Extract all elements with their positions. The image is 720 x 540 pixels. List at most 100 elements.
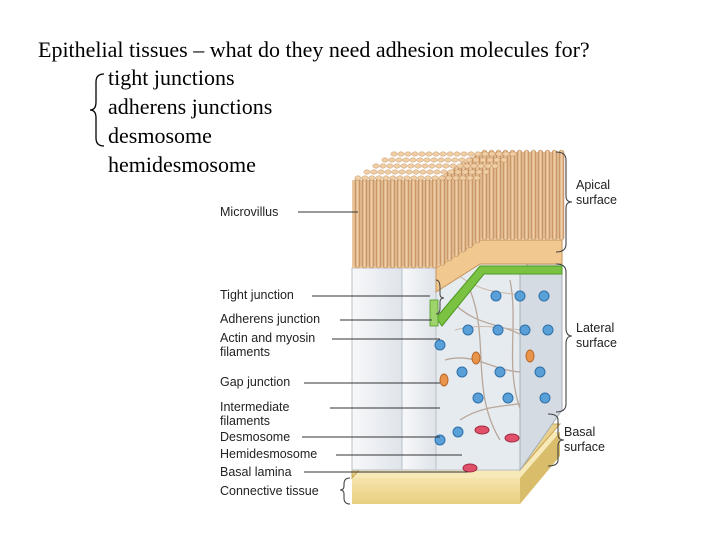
label-actin-myosin: Actin and myosin [220,331,315,345]
label-desmosome: Desmosome [220,430,290,444]
desmosome-marker [490,290,502,302]
microvillus-tip [500,157,508,163]
microvillus-tip [354,175,362,181]
label-apical: Apical [576,178,610,192]
microvillus-tip [430,157,438,163]
label-basal-lamina: Basal lamina [220,465,292,479]
microvillus-tip [370,169,378,175]
microvillus-tip [403,175,411,181]
microvillus-strand [382,177,389,269]
microvillus-tip [431,175,439,181]
desmosome-marker [534,366,546,378]
label-gap-junction: Gap junction [220,375,290,389]
list-item-desmosome: desmosome [108,123,212,148]
desmosome-marker [434,339,446,351]
microvillus-tip [416,157,424,163]
microvillus-tip [486,157,494,163]
microvillus-tip [459,175,467,181]
list-item-adherens-junctions: adherens junctions [108,94,273,119]
microvillus-tip [400,163,408,169]
microvillus-strand [403,177,410,269]
microvillus-tip [437,157,445,163]
microvillus-strand [530,149,537,241]
microvillus-tip [395,157,403,163]
microvillus-tip [386,163,394,169]
microvillus-tip [466,175,474,181]
microvillus-tip [474,151,482,157]
microvillus-tip [426,169,434,175]
microvillus-tip [412,169,420,175]
microvillus-tip [391,169,399,175]
microvillus-tip [389,175,397,181]
microvillus-tip [414,163,422,169]
microvillus-strand [544,149,551,241]
hemidesmosome-marker [462,463,478,473]
microvillus-tip [438,175,446,181]
microvillus-tip [461,169,469,175]
microvillus-tip [424,175,432,181]
label-basal: Basal [564,425,595,439]
microvillus-tip [377,169,385,175]
desmosome-marker [514,290,526,302]
microvillus-tip [453,151,461,157]
microvillus-strand [424,177,431,269]
label-microvillus: Microvillus [220,205,278,219]
microvillus-tip [361,175,369,181]
microvillus-strand [481,149,488,241]
hemidesmosome-marker [474,425,490,435]
microvillus-tip [445,175,453,181]
microvillus-tip [410,175,418,181]
tight-junction-brace [435,279,445,315]
list-item-tight-junctions: tight junctions [108,65,235,90]
microvillus-strand [375,177,382,269]
microvillus-tip [402,157,410,163]
microvillus-strand [410,177,417,269]
microvillus-tip [407,163,415,169]
microvillus-tip [495,151,503,157]
microvillus-tip [467,151,475,157]
microvillus-strand [502,149,509,241]
desmosome-marker [494,366,506,378]
microvillus-tip [435,163,443,169]
microvillus-tip [397,151,405,157]
microvillus-strand [460,161,467,253]
desmosome-marker [542,324,554,336]
microvillus-tip [454,169,462,175]
microvillus-strand [523,149,530,241]
label-intermediate-line2: filaments [220,414,270,428]
desmosome-marker [452,426,464,438]
microvillus-strand [354,177,361,269]
microvillus-tip [405,169,413,175]
label-hemidesmosome: Hemidesmosome [220,447,317,461]
microvillus-strand [361,177,368,269]
connective-brace [339,477,351,505]
microvillus-tip [456,163,464,169]
microvillus-tip [411,151,419,157]
microvillus-tip [442,163,450,169]
microvillus-tip [432,151,440,157]
desmosome-marker [456,366,468,378]
label-connective-tissue: Connective tissue [220,484,319,498]
microvillus-tip [465,157,473,163]
label-lateral-surface: surface [576,336,617,350]
label-lateral: Lateral [576,321,614,335]
microvillus-tip [488,151,496,157]
microvillus-tip [390,151,398,157]
microvillus-tip [409,157,417,163]
hemidesmosome-marker [504,433,520,443]
microvillus-tip [447,169,455,175]
label-apical-surface: surface [576,193,617,207]
microvillus-tip [439,151,447,157]
desmosome-marker [472,392,484,404]
microvillus-tip [475,169,483,175]
desmosome-marker [502,392,514,404]
microvillus-tip [396,175,404,181]
microvillus-strand [446,170,453,262]
microvillus-tip [493,157,501,163]
microvillus-tip [440,169,448,175]
microvillus-tip [398,169,406,175]
surface-braces [547,151,573,467]
microvillus-tip [481,151,489,157]
microvillus-strand [558,149,565,241]
